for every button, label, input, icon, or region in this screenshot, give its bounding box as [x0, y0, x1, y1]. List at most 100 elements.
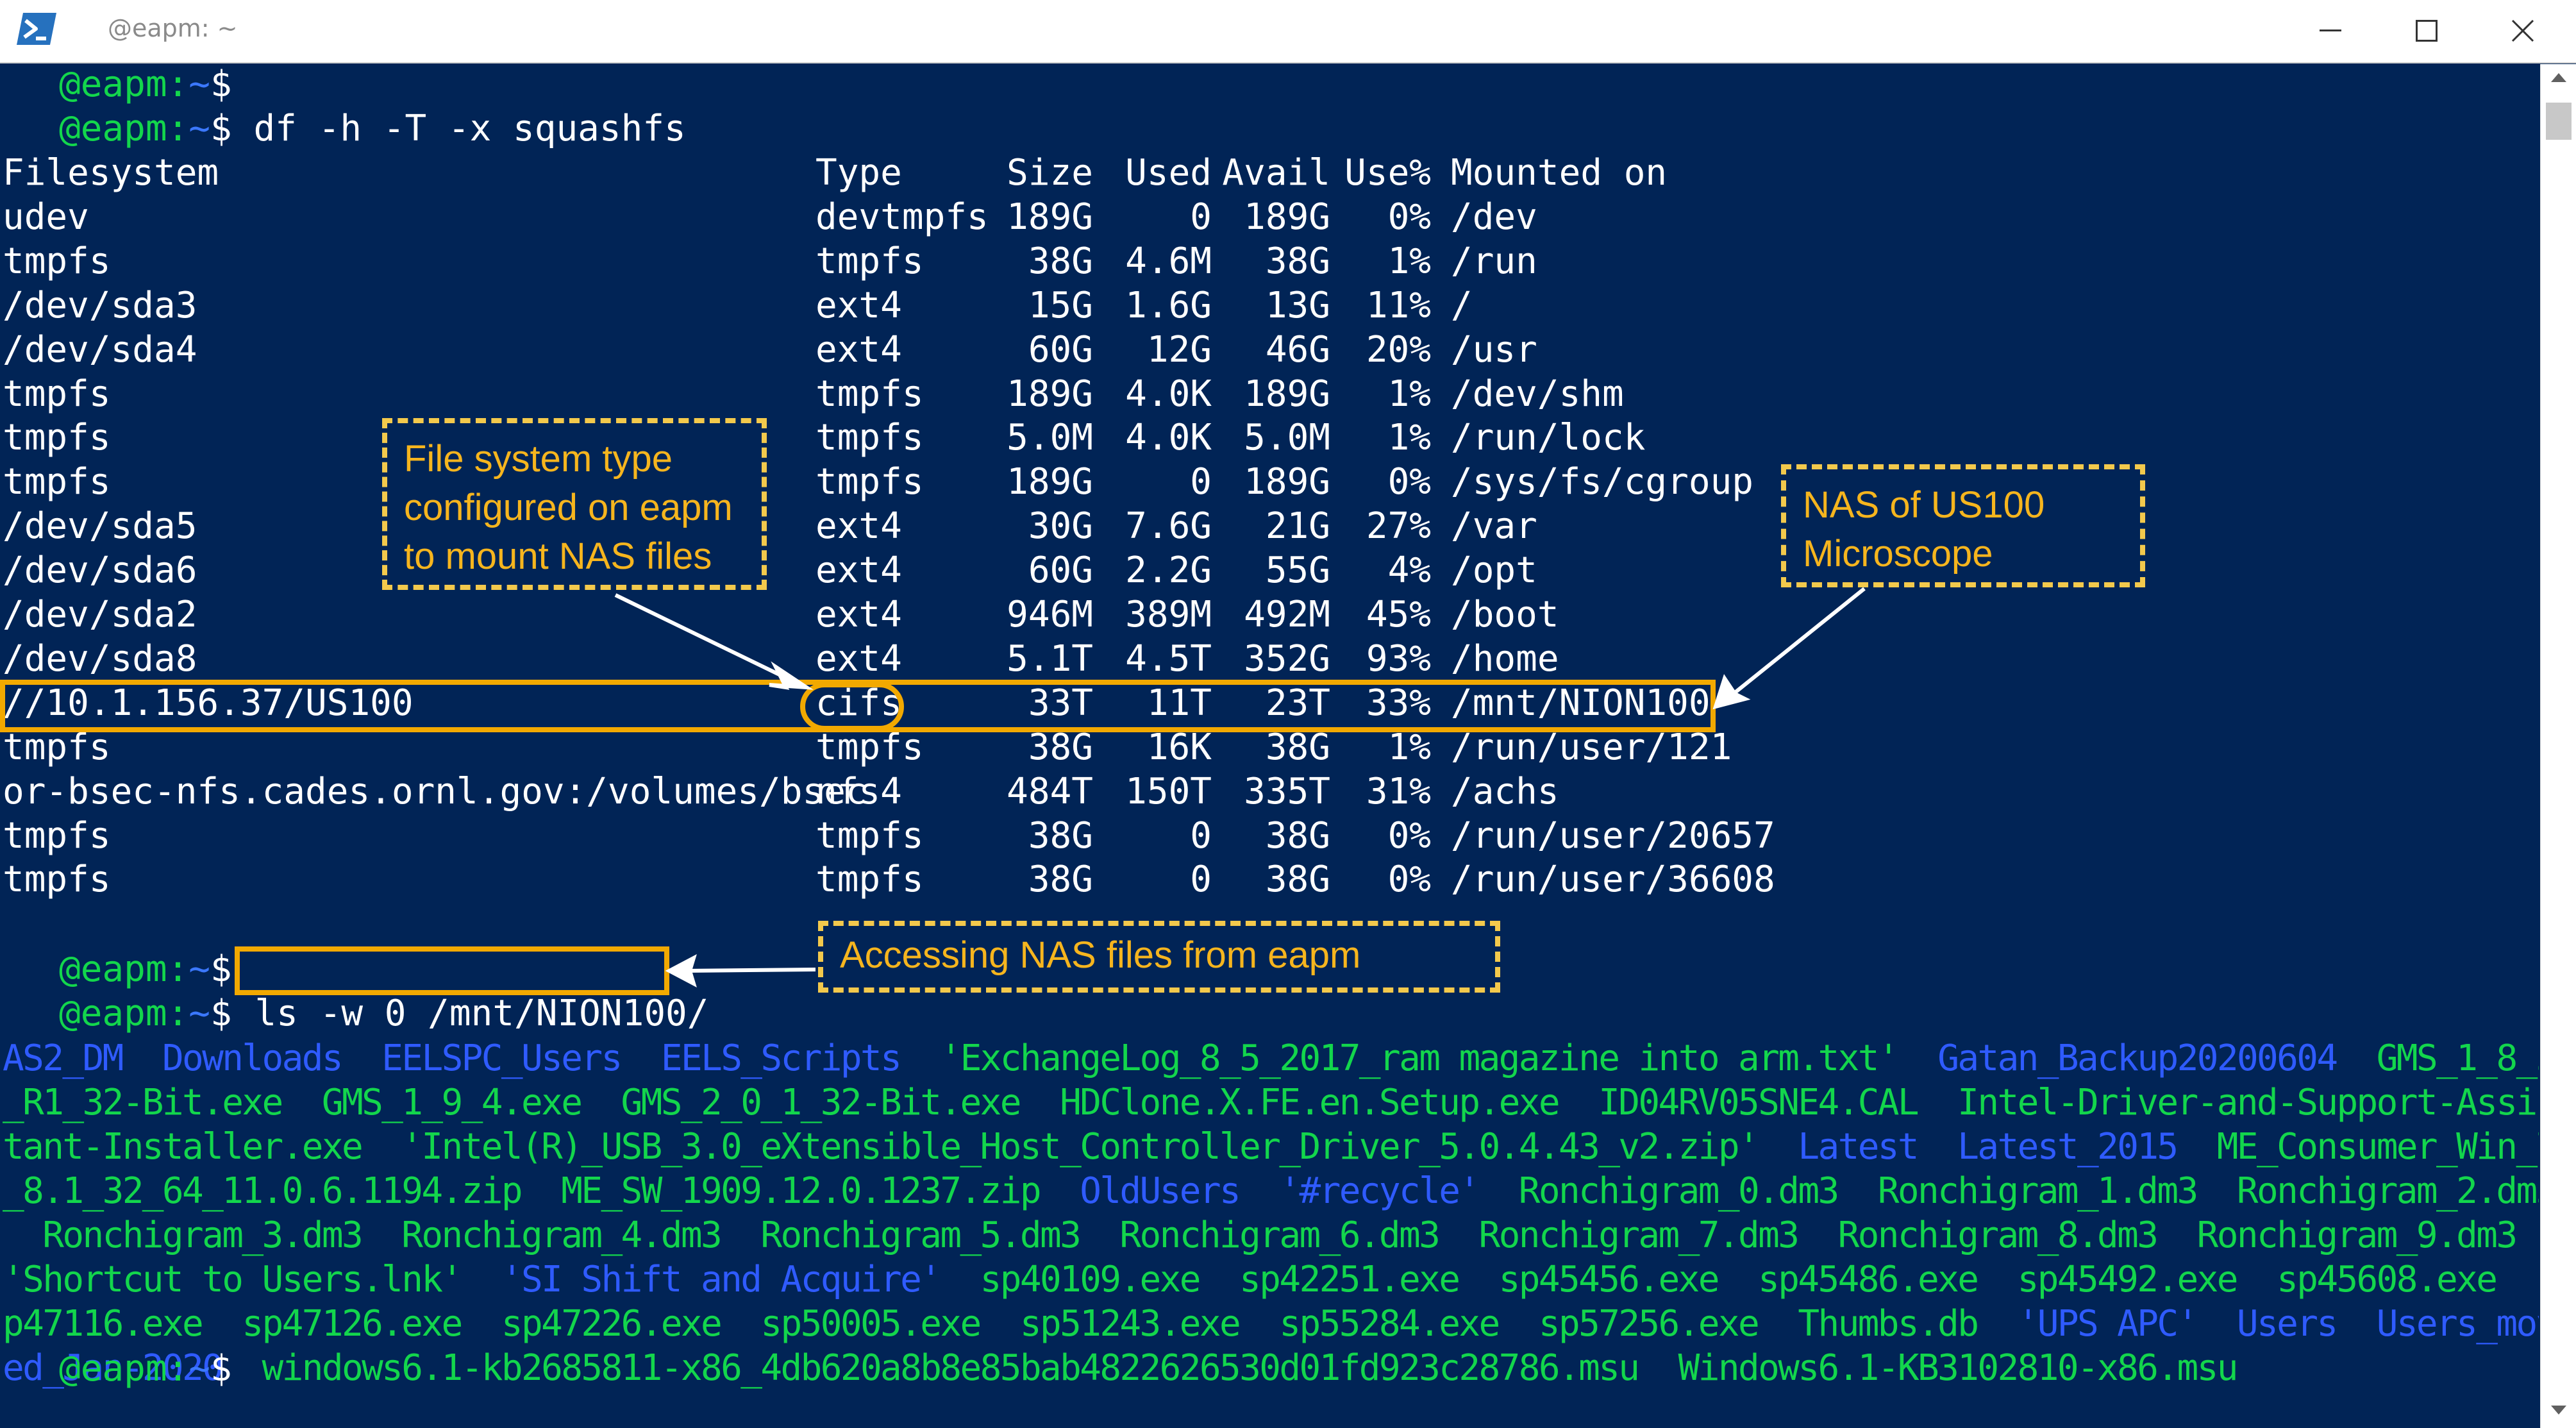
powershell-icon: [17, 13, 56, 45]
table-row-cell: 5.0M: [1007, 417, 1093, 459]
directory-name: 'SI Shift and Acquire': [501, 1259, 942, 1300]
scroll-down-arrow-icon[interactable]: [2550, 1404, 2568, 1416]
minimize-button[interactable]: [2282, 0, 2379, 61]
scroll-thumb[interactable]: [2546, 103, 2572, 140]
table-row-cell: 0%: [1387, 196, 1431, 238]
list-item: AS2_DM Downloads EELSPC_Users EELS_Scrip…: [3, 1036, 2539, 1080]
table-row-cell: 38G: [1028, 726, 1093, 768]
table-row-cell: 93%: [1366, 637, 1431, 680]
df-header-cell: Filesystem: [3, 152, 219, 194]
table-row-cell: 38G: [1265, 859, 1330, 901]
table-row-cell: 4%: [1387, 550, 1431, 592]
command-line: @eapm:~$ ls -w 0 /mnt/NION100/: [3, 991, 708, 1036]
highlight-cifs-type: [800, 682, 904, 731]
table-row-cell: 189G: [1244, 373, 1330, 415]
terminal-output[interactable]: @eapm:~$ @eapm:~$ df -h -T -x squashfs F…: [0, 64, 2539, 1428]
prompt-line: @eapm:~$: [3, 1347, 232, 1391]
minimize-icon: [2320, 29, 2341, 31]
directory-name: EELS_Scripts: [660, 1037, 902, 1079]
table-row-cell: 27%: [1366, 505, 1431, 548]
list-item: Ronchigram_3.dm3 Ronchigram_4.dm3 Ronchi…: [3, 1213, 2518, 1257]
prompt-user: @eapm:: [59, 1348, 189, 1390]
df-header-cell: Size: [1007, 152, 1093, 194]
table-row-cell: 20%: [1366, 328, 1431, 371]
close-button[interactable]: [2475, 0, 2571, 61]
file-name: ME_Consumer_Win_7: [2177, 1126, 2539, 1168]
directory-name: Gatan_Backup20200604: [1937, 1037, 2338, 1079]
file-name: Ronchigram_0.dm3 Ronchigram_1.dm3 Ronchi…: [1478, 1170, 2539, 1212]
directory-name: OldUsers: [1080, 1170, 1241, 1212]
file-name: 'Shortcut to Users.lnk': [3, 1259, 501, 1300]
maximize-button[interactable]: [2379, 0, 2475, 61]
list-item: ed_Jan-2020 windows6.1-kb2685811-x86_4db…: [3, 1346, 2238, 1390]
table-row-cell: tmpfs: [815, 461, 924, 503]
directory-name: Downloads: [162, 1037, 344, 1079]
table-row-cell: 352G: [1244, 637, 1330, 680]
table-row-cell: /dev/sda4: [3, 328, 197, 371]
table-row-cell: 1%: [1387, 240, 1431, 282]
table-row-cell: 0%: [1387, 814, 1431, 857]
table-row-cell: 0%: [1387, 461, 1431, 503]
prompt-path: ~: [188, 1348, 211, 1390]
table-row-cell: 1%: [1387, 417, 1431, 459]
prompt-path: ~: [188, 993, 211, 1034]
table-row-cell: 30G: [1028, 505, 1093, 548]
vertical-scrollbar[interactable]: [2540, 64, 2576, 1428]
table-row-cell: /usr: [1451, 328, 1537, 371]
table-row: or-bsec-nfs.cades.ornl.gov:/volumes/bsec…: [0, 769, 2500, 814]
highlight-ls-command: [235, 946, 669, 995]
file-name: tant-Installer.exe 'Intel(R)_USB_3.0_eXt…: [3, 1126, 1798, 1168]
table-row-cell: 38G: [1265, 240, 1330, 282]
df-header-cell: Avail: [1222, 152, 1330, 194]
table-row-cell: /run/user/20657: [1451, 814, 1775, 857]
table-row-cell: ext4: [815, 505, 902, 548]
table-row-cell: /achs: [1451, 770, 1559, 812]
file-name: GMS_1_8_5: [2336, 1037, 2539, 1079]
table-row-cell: 38G: [1028, 814, 1093, 857]
table-row-cell: tmpfs: [815, 726, 924, 768]
table-row-cell: 21G: [1265, 505, 1330, 548]
close-icon: [2511, 19, 2534, 42]
file-name: p47116.exe sp47126.exe sp47226.exe sp500…: [3, 1303, 2018, 1345]
prompt-symbol: $: [210, 993, 232, 1034]
scroll-up-arrow-icon[interactable]: [2550, 72, 2568, 83]
ls-command: ls -w 0 /mnt/NION100/: [255, 993, 709, 1034]
table-row-cell: /var: [1451, 505, 1537, 548]
table-row-cell: tmpfs: [3, 417, 111, 459]
table-row-cell: /sys/fs/cgroup: [1451, 461, 1754, 503]
table-row-cell: or-bsec-nfs.cades.ornl.gov:/volumes/bsec: [3, 770, 867, 812]
table-row-cell: 38G: [1265, 726, 1330, 768]
table-row-cell: 1%: [1387, 373, 1431, 415]
table-row-cell: 7.6G: [1125, 505, 1212, 548]
table-row-cell: 189G: [1244, 461, 1330, 503]
table-row-cell: 484T: [1007, 770, 1093, 812]
df-header-cell: Mounted on: [1451, 152, 1668, 194]
prompt-line: @eapm:~$: [3, 947, 232, 991]
table-row-cell: 189G: [1244, 196, 1330, 238]
table-row-cell: ext4: [815, 328, 902, 371]
table-row-cell: //10.1.156.37/US100: [3, 682, 414, 724]
table-row-cell: 31%: [1366, 770, 1431, 812]
directory-name: 'UPS APC': [2017, 1303, 2199, 1345]
table-row-cell: /dev/shm: [1451, 373, 1624, 415]
list-item: _R1_32-Bit.exe GMS_1_9_4.exe GMS_2_0_1_3…: [3, 1080, 2539, 1125]
table-row-cell: /dev: [1451, 196, 1537, 238]
table-row-cell: 60G: [1028, 328, 1093, 371]
table-row-cell: 150T: [1125, 770, 1212, 812]
table-row-cell: 33%: [1366, 682, 1431, 724]
list-item: 'Shortcut to Users.lnk' 'SI Shift and Ac…: [3, 1257, 2539, 1302]
df-header-cell: Type: [815, 152, 902, 194]
table-row-cell: 492M: [1244, 594, 1330, 635]
table-row-cell: 0%: [1387, 859, 1431, 901]
annotation-access: Accessing NAS files from eapm: [818, 921, 1500, 993]
table-row-cell: 0: [1190, 196, 1212, 238]
window-title: @eapm: ~: [108, 14, 238, 42]
table-row-cell: tmpfs: [815, 859, 924, 901]
